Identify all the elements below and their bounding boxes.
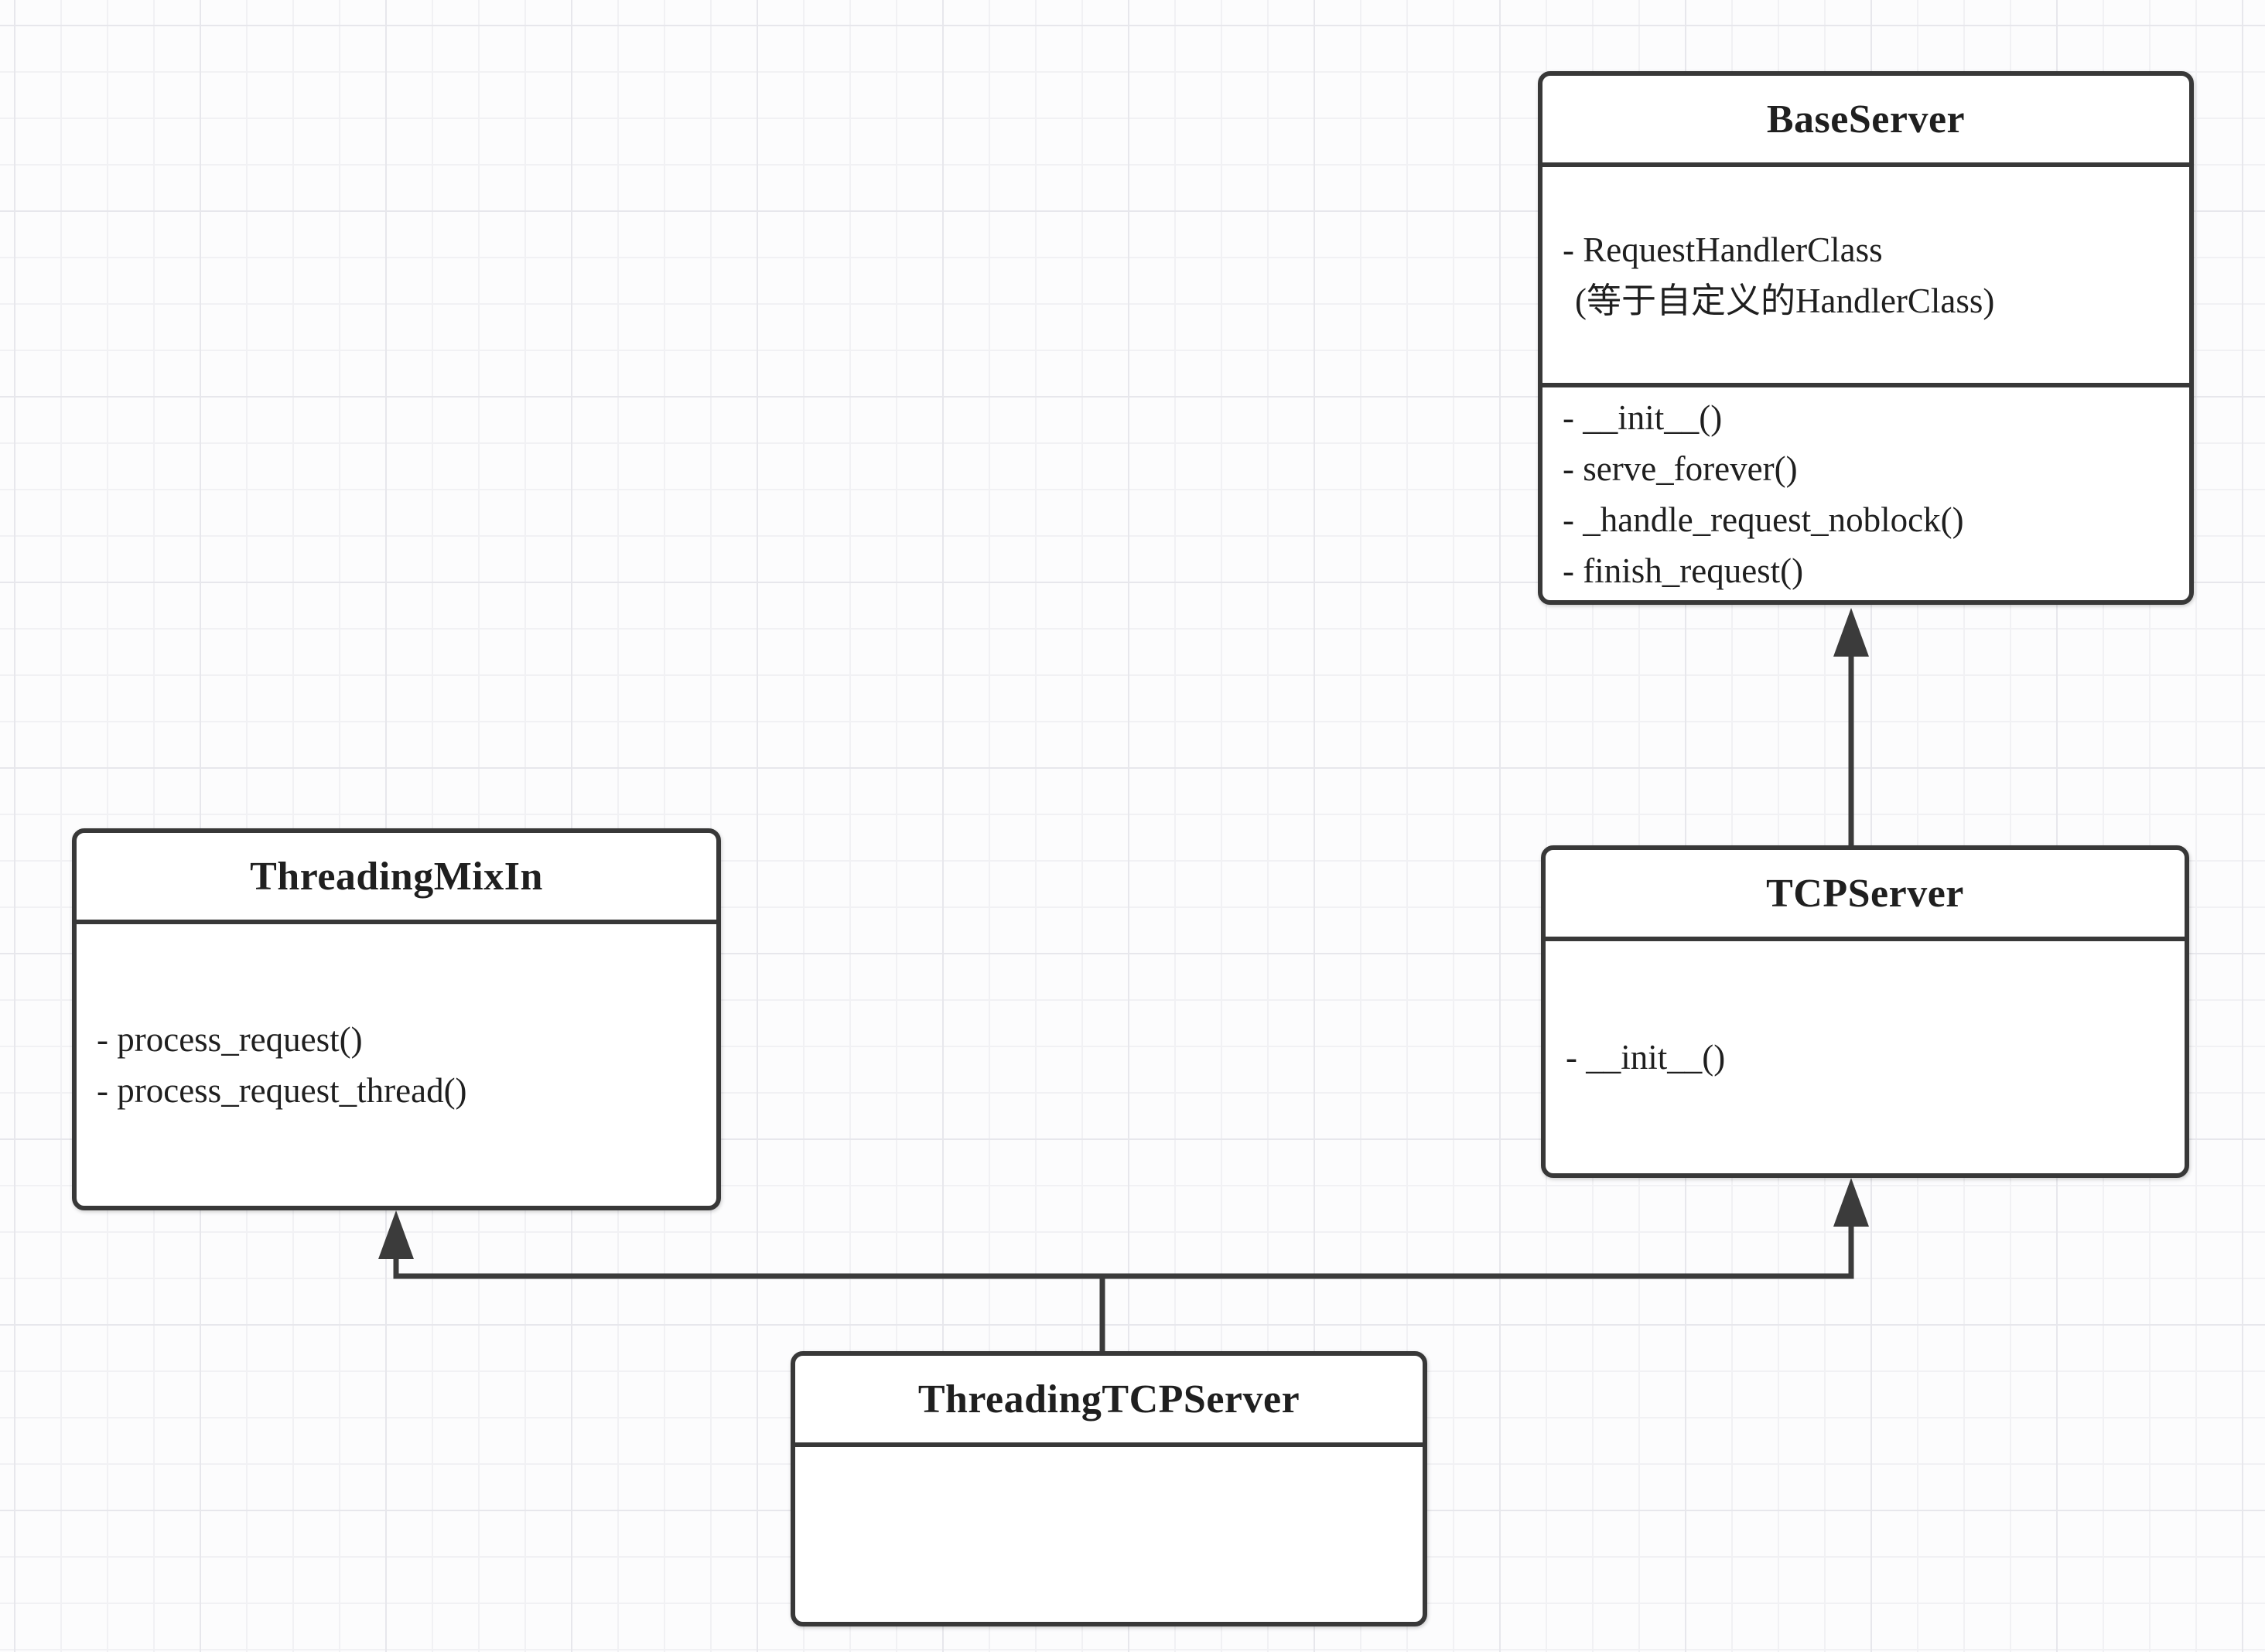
connector-threadingtcpserver-to-threadingmixin[interactable] — [378, 1210, 1105, 1351]
methods-compartment: - process_request() - process_request_th… — [77, 924, 716, 1206]
class-box-threadingmixin[interactable]: ThreadingMixIn - process_request() - pro… — [72, 828, 721, 1210]
attribute-line: - RequestHandlerClass — [1563, 230, 1883, 269]
connector-tcpserver-to-baseserver[interactable] — [1833, 608, 1869, 845]
attribute-line: (等于自定义的HandlerClass) — [1575, 281, 1995, 320]
method-line: - process_request_thread() — [97, 1071, 467, 1110]
class-box-tcpserver[interactable]: TCPServer - __init__() — [1541, 845, 2189, 1178]
attributes-compartment: - RequestHandlerClass (等于自定义的HandlerClas… — [1542, 167, 2189, 387]
method-line: - __init__() — [1563, 398, 1723, 437]
method-line: - serve_forever() — [1563, 449, 1798, 488]
class-box-baseserver[interactable]: BaseServer - RequestHandlerClass (等于自定义的… — [1538, 71, 2194, 605]
method-line: - _handle_request_noblock() — [1563, 500, 1964, 539]
class-title: BaseServer — [1542, 76, 2189, 167]
method-line: - process_request() — [97, 1020, 363, 1059]
method-line: - __init__() — [1566, 1038, 1726, 1077]
arrowhead-up-icon — [1833, 1178, 1869, 1227]
methods-compartment: - __init__() — [1546, 941, 2185, 1173]
method-line: - finish_request() — [1563, 551, 1804, 590]
class-title: ThreadingMixIn — [77, 833, 716, 924]
class-box-threadingtcpserver[interactable]: ThreadingTCPServer — [791, 1351, 1427, 1626]
connector-threadingtcpserver-to-tcpserver[interactable] — [1099, 1178, 1869, 1351]
connector-line — [393, 1254, 1105, 1351]
class-title: ThreadingTCPServer — [795, 1356, 1423, 1447]
arrowhead-up-icon — [378, 1210, 414, 1259]
arrowhead-up-icon — [1833, 608, 1869, 657]
connector-line — [1099, 1224, 1854, 1351]
methods-compartment: - __init__() - serve_forever() - _handle… — [1542, 387, 2189, 600]
class-title: TCPServer — [1546, 850, 2185, 941]
methods-compartment-empty — [795, 1447, 1423, 1622]
